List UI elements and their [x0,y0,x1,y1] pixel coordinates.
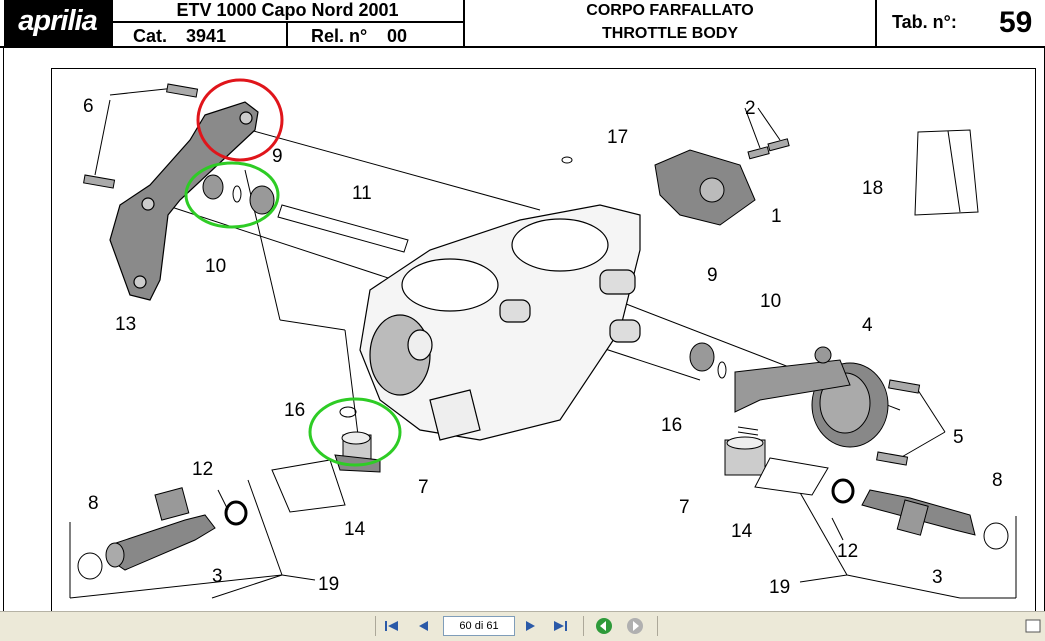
tab-number: 59 [999,6,1033,39]
brand-logo: aprilia [4,0,111,46]
model-name: ETV 1000 Capo Nord 2001 [176,0,399,20]
title-english: THROTTLE BODY [602,25,738,42]
title-italian: CORPO FARFALLATO [586,2,754,19]
rel-label: Rel. n° [311,26,368,46]
pdf-toolbar [0,611,1045,641]
window-icon[interactable] [1024,617,1042,635]
rel-value: 00 [387,26,408,46]
header: aprilia ETV 1000 Capo Nord 2001 Cat. 394… [0,0,1045,48]
back-icon[interactable] [595,617,613,635]
forward-icon[interactable] [626,617,644,635]
prev-page-icon[interactable] [415,617,433,635]
cat-value: 3941 [186,26,227,46]
diagram-frame [51,68,1036,612]
last-page-icon[interactable] [551,617,569,635]
first-page-icon[interactable] [383,617,401,635]
cat-label: Cat. [133,26,168,46]
next-page-icon[interactable] [521,617,539,635]
tab-label: Tab. n°: [892,12,957,32]
page-number-input[interactable] [443,616,515,636]
